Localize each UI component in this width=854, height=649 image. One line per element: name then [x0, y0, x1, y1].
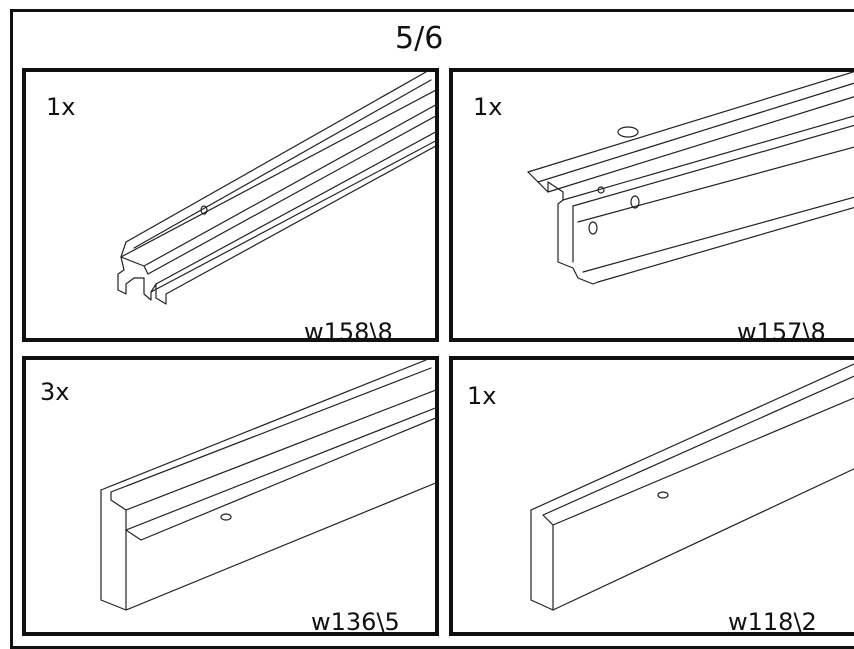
- part-quantity: 1x: [467, 382, 497, 410]
- part-panel-1: 1x w158\8: [22, 68, 439, 342]
- part-quantity: 1x: [473, 93, 503, 121]
- part-code: w157\8: [737, 318, 826, 342]
- part-quantity: 1x: [46, 93, 76, 121]
- part-code: w118\2: [728, 608, 817, 636]
- part-panel-4: 1x w118\2: [449, 356, 854, 636]
- part-code: w158\8: [304, 318, 393, 342]
- part-panel-2: 1x w157\8: [449, 68, 854, 342]
- page-number: 5/6: [395, 21, 444, 56]
- u-channel-rail-profile-icon: [117, 72, 435, 305]
- part-quantity: 3x: [40, 378, 70, 406]
- j-channel-profile-icon: [100, 360, 435, 611]
- part-code: w136\5: [311, 608, 400, 636]
- part-panel-3: 3x w136\5: [22, 356, 439, 636]
- angle-profile-icon: [530, 363, 854, 611]
- perforated-rail-profile-icon: [527, 72, 854, 285]
